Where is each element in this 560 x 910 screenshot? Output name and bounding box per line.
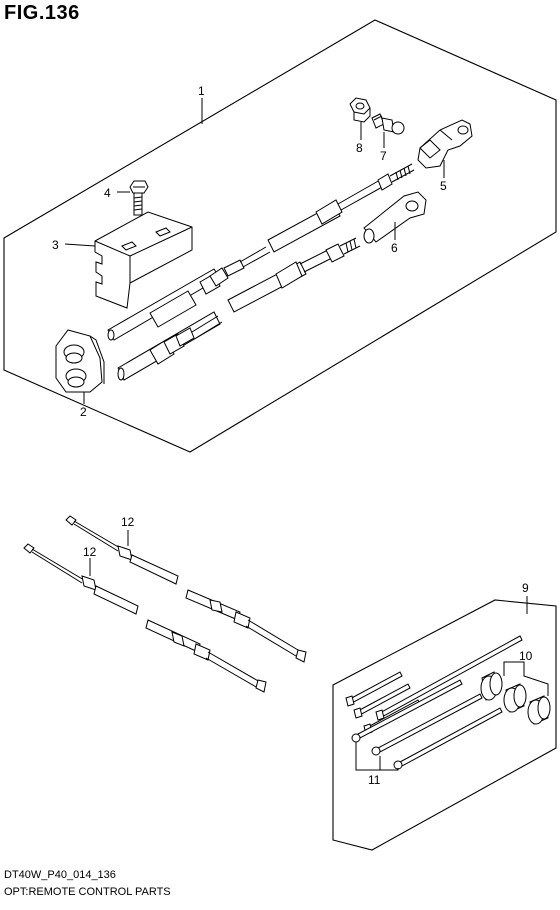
leader-3 — [64, 243, 96, 247]
lower-cable — [117, 237, 361, 381]
callout-10: 10 — [519, 649, 533, 663]
callout-5: 5 — [440, 179, 447, 193]
figure-caption: OPT:REMOTE CONTROL PARTS — [4, 886, 171, 898]
part-9-cable-ties — [345, 635, 523, 770]
callout-3: 3 — [52, 238, 59, 252]
leader-10 — [503, 661, 549, 696]
part-4-bolt — [129, 180, 149, 216]
upper-cable — [107, 163, 415, 341]
callout-12b: 12 — [83, 545, 97, 559]
kit-box-1-outline — [3, 19, 557, 453]
part-2-grommet — [55, 329, 105, 393]
callout-8: 8 — [356, 141, 363, 155]
part-6-cable-end — [363, 191, 427, 244]
part-7-stud — [371, 113, 405, 135]
part-8-nut — [349, 97, 371, 123]
part-12-cable-upper — [65, 515, 307, 663]
part-10-spacers — [480, 671, 551, 725]
leader-11 — [355, 742, 399, 771]
part-5-link — [417, 119, 473, 169]
callout-12a: 12 — [121, 515, 135, 529]
callout-9: 9 — [522, 581, 529, 595]
callout-11: 11 — [368, 773, 381, 787]
part-3-bracket — [94, 211, 193, 309]
part-12-cable-lower — [23, 543, 267, 693]
figure-code: DT40W_P40_014_136 — [4, 869, 116, 881]
callout-2: 2 — [80, 405, 87, 419]
figure-title: FIG.136 — [4, 2, 80, 24]
callout-7: 7 — [380, 149, 387, 163]
callout-4: 4 — [104, 186, 111, 200]
callout-1: 1 — [198, 84, 205, 98]
kit-box-9-outline — [332, 599, 557, 851]
callout-6: 6 — [391, 241, 398, 255]
